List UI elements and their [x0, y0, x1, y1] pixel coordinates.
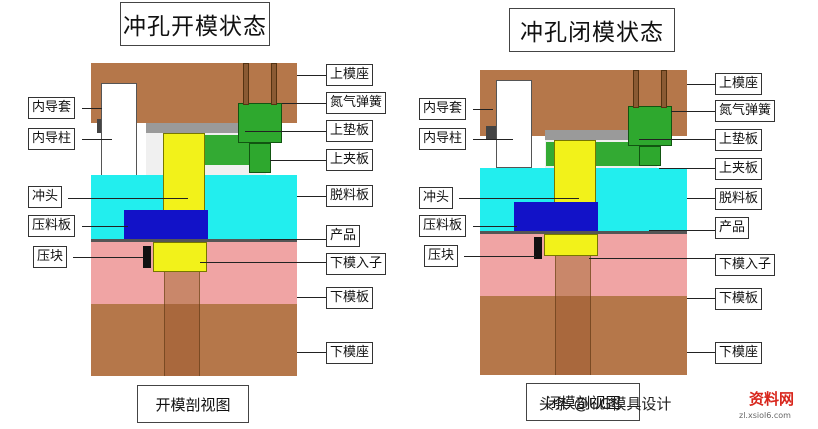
- product: [480, 231, 687, 234]
- label-nitrogen-spring: 氮气弹簧: [326, 92, 387, 114]
- watermark: 头条 @UG模具设计: [539, 395, 672, 413]
- nitrogen-spring-stem: [639, 146, 661, 166]
- scrap-hole-lower: [555, 296, 591, 375]
- left-mold-drawing: [91, 63, 297, 376]
- right-caption: 闭模剖视图: [526, 383, 640, 421]
- leader: [73, 257, 143, 258]
- label-upper-clamp-plate: 上夹板: [715, 158, 763, 180]
- leader: [473, 226, 517, 227]
- lower-die-insert: [153, 242, 207, 272]
- spring-rod-1: [633, 70, 639, 108]
- label-inner-guide-bush: 内导套: [419, 98, 467, 120]
- label-lower-mold-base: 下模座: [326, 342, 374, 364]
- spring-rod-1: [243, 63, 249, 105]
- label-lower-die-insert: 下模入子: [715, 254, 776, 276]
- press-block: [534, 237, 542, 259]
- leader: [649, 230, 715, 231]
- pressure-plate: [124, 210, 208, 240]
- label-upper-clamp-plate: 上夹板: [326, 149, 374, 171]
- leader: [297, 75, 326, 76]
- leader: [82, 108, 102, 109]
- label-press-block: 压块: [424, 245, 459, 267]
- leader: [68, 198, 188, 199]
- label-lower-die-plate: 下模板: [715, 288, 763, 310]
- leader: [687, 84, 715, 85]
- leader: [260, 239, 326, 240]
- leader: [282, 103, 326, 104]
- label-stripper-plate: 脱料板: [326, 185, 374, 207]
- nitrogen-spring: [628, 106, 672, 146]
- label-nitrogen-spring: 氮气弹簧: [715, 100, 776, 122]
- leader: [473, 139, 513, 140]
- right-title: 冲孔闭模状态: [509, 8, 675, 52]
- label-pressure-plate: 压料板: [419, 215, 467, 237]
- label-inner-guide-post: 内导柱: [28, 128, 76, 150]
- leader: [82, 139, 112, 140]
- right-panel: 冲孔闭模状态 上模座 氮气弹簧 上垫板 上夹板 脱料板 产品 下模入子 下模板 …: [409, 0, 818, 429]
- leader: [82, 226, 128, 227]
- spring-rod-2: [271, 63, 277, 105]
- product: [91, 239, 297, 242]
- pressure-plate: [514, 202, 598, 232]
- press-block: [143, 246, 151, 268]
- leader: [297, 297, 326, 298]
- label-product: 产品: [326, 225, 361, 247]
- label-upper-mold-base: 上模座: [715, 73, 763, 95]
- leader: [589, 258, 715, 259]
- leader: [200, 262, 326, 263]
- label-lower-die-plate: 下模板: [326, 287, 374, 309]
- inner-guide-post: [496, 80, 532, 168]
- leader: [687, 198, 715, 199]
- leader: [297, 352, 326, 353]
- leader: [671, 111, 715, 112]
- leader: [687, 298, 715, 299]
- label-upper-backing-plate: 上垫板: [326, 120, 374, 142]
- leader: [659, 168, 715, 169]
- label-product: 产品: [715, 217, 750, 239]
- spring-rod-2: [661, 70, 667, 108]
- label-punch: 冲头: [419, 187, 454, 209]
- label-lower-mold-base: 下模座: [715, 342, 763, 364]
- label-upper-mold-base: 上模座: [326, 64, 374, 86]
- left-panel: 冲孔开模状态 上模座: [28, 2, 387, 423]
- label-punch: 冲头: [28, 186, 63, 208]
- leader: [270, 160, 326, 161]
- upper-backing-plate: [146, 123, 266, 133]
- leader: [297, 196, 326, 197]
- label-upper-backing-plate: 上垫板: [715, 129, 763, 151]
- label-inner-guide-bush: 内导套: [28, 97, 76, 119]
- leader: [245, 131, 326, 132]
- lower-die-insert: [544, 234, 598, 256]
- leader: [687, 352, 715, 353]
- leader: [639, 139, 715, 140]
- leader: [459, 198, 579, 199]
- nitrogen-spring: [238, 103, 282, 143]
- scrap-hole-lower: [164, 304, 200, 376]
- label-press-block: 压块: [33, 246, 68, 268]
- leader: [464, 256, 536, 257]
- label-stripper-plate: 脱料板: [715, 188, 763, 210]
- nitrogen-spring-stem: [249, 143, 271, 173]
- site-logo: 资料网: [749, 390, 795, 408]
- label-lower-die-insert: 下模入子: [326, 253, 387, 275]
- left-title: 冲孔开模状态: [120, 2, 270, 46]
- left-caption: 开模剖视图: [137, 385, 249, 423]
- label-inner-guide-post: 内导柱: [419, 128, 467, 150]
- right-mold-drawing: [480, 70, 687, 375]
- label-pressure-plate: 压料板: [28, 215, 76, 237]
- upper-backing-plate: [545, 130, 657, 140]
- site-logo-url: zl.xsiol6.com: [739, 411, 791, 420]
- leader: [473, 109, 493, 110]
